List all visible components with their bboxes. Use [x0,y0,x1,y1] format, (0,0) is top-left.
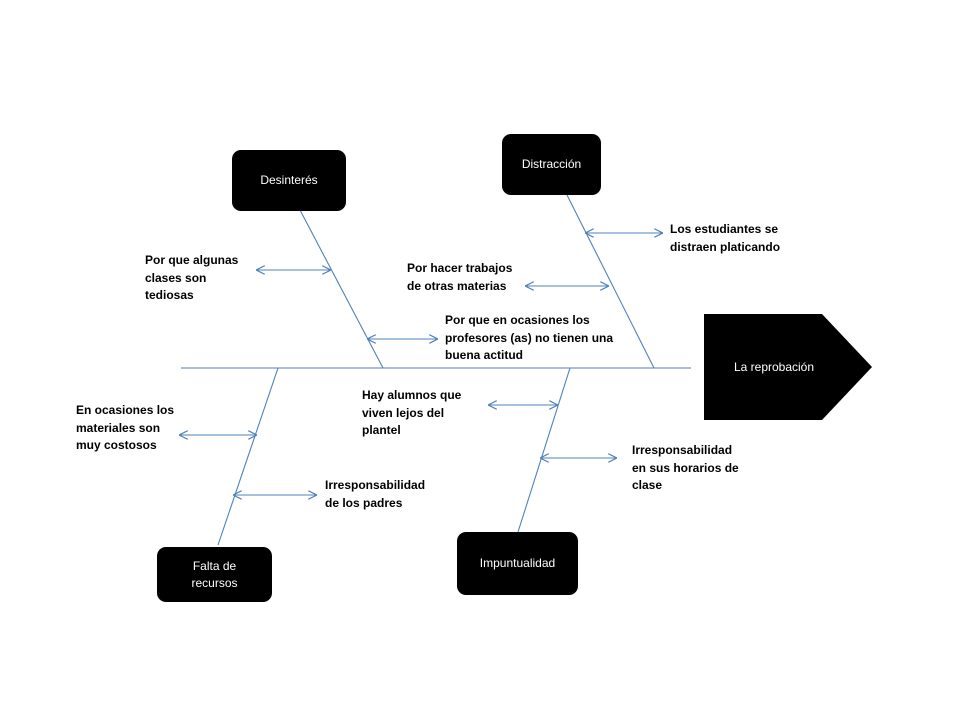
cause-profesores-line-3: buena actitud [445,348,524,362]
category-desinteres-label: Desinterés [260,173,318,187]
cause-platicando-line-2: distraen platicando [670,239,781,254]
category-falta-recursos-label-line-1: Falta de [192,558,237,573]
cause-materiales-line-2: materiales son [76,420,161,435]
effect-head-shape [704,314,872,420]
cause-trabajos-line-2: de otras materias [407,278,507,293]
cause-horarios-line-1: Irresponsabilidad [632,443,733,457]
cause-clases-tediosas-line-3: tediosas [145,288,194,302]
category-falta-recursos-label-line-2: recursos [191,575,238,590]
effect-text: La reprobación [733,360,815,374]
cause-trabajos-line-1: Por hacer trabajos [407,261,513,275]
cause-materiales-line-3: muy costosos [76,438,157,452]
cause-padres-line-1: Irresponsabilidad [325,478,426,492]
cause-profesores: Por que en ocasiones los profesores (as)… [445,312,613,365]
cause-lejos-line-3: plantel [362,423,401,437]
cause-lejos-line-2: viven lejos del [362,405,445,420]
cause-materiales-line-1: En ocasiones los [76,403,175,417]
bone-falta-recursos [217,367,279,546]
cause-lejos: Hay alumnos que viven lejos del plantel [362,387,461,440]
cause-padres: Irresponsabilidad de los padres [325,477,425,512]
cause-padres-line-2: de los padres [325,495,403,510]
cause-profesores-line-2: profesores (as) no tienen una [445,330,614,345]
cause-materiales: En ocasiones los materiales son muy cost… [76,402,174,455]
cause-clases-tediosas-line-2: clases son [145,270,207,285]
cause-horarios-line-3: clase [632,478,663,492]
category-falta-recursos: Falta de recursos [157,547,272,602]
category-impuntualidad: Impuntualidad [457,532,578,595]
cause-clases-tediosas-line-1: Por que algunas [145,253,239,267]
bone-distraccion [566,194,655,369]
effect-label: La reprobación [704,314,844,420]
bone-desinteres [299,209,384,369]
cause-platicando: Los estudiantes se distraen platicando [670,221,780,256]
category-distraccion-label: Distracción [521,157,582,171]
cause-lejos-line-1: Hay alumnos que [362,388,462,402]
category-distraccion: Distracción [502,134,601,195]
cause-platicando-line-1: Los estudiantes se [670,222,779,236]
cause-horarios: Irresponsabilidad en sus horarios de cla… [632,442,739,495]
category-desinteres: Desinterés [232,150,346,211]
cause-trabajos: Por hacer trabajos de otras materias [407,260,512,295]
bone-impuntualidad [517,367,571,533]
category-impuntualidad-label: Impuntualidad [479,556,556,570]
cause-horarios-line-2: en sus horarios de [632,460,739,475]
cause-profesores-line-1: Por que en ocasiones los [445,313,590,327]
cause-clases-tediosas: Por que algunas clases son tediosas [145,252,238,305]
